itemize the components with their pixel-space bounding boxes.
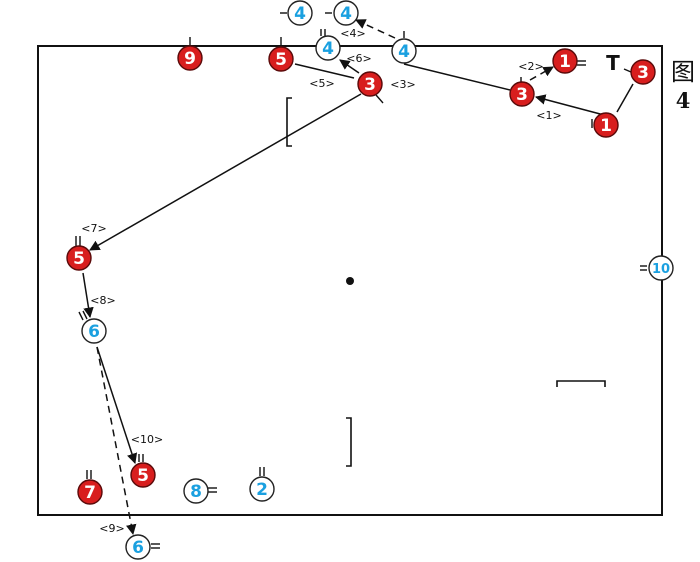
player-number: 9 <box>184 49 196 69</box>
player-blue-4-right: 4 <box>391 38 417 64</box>
goal-marker-top <box>286 97 292 147</box>
player-blue-2: 2 <box>249 476 275 502</box>
player-disc <box>593 112 619 138</box>
player-disc <box>509 81 535 107</box>
move-8-line <box>82 272 94 319</box>
center-spot <box>346 277 354 285</box>
player-disc <box>357 71 383 97</box>
movement-lines <box>82 19 634 536</box>
player-disc <box>648 255 674 281</box>
goal-marker-bottom <box>346 417 352 467</box>
move-1-label: <1> <box>536 109 561 122</box>
orientation-tick <box>78 311 84 321</box>
player-number: 3 <box>637 63 649 83</box>
move-coach-pass-line <box>616 83 634 113</box>
player-number: 5 <box>73 249 85 269</box>
player-red-7: 7 <box>77 479 103 505</box>
orientation-tick <box>82 310 88 320</box>
player-number: 7 <box>84 483 96 503</box>
player-number: 5 <box>275 50 287 70</box>
player-disc <box>333 0 359 26</box>
player-number: 2 <box>256 480 268 500</box>
player-disc <box>268 46 294 72</box>
move-5-label: <5> <box>309 77 334 90</box>
move-3-label: <3> <box>390 78 415 91</box>
move-7-label: <7> <box>81 222 106 235</box>
player-disc <box>125 534 151 560</box>
player-number: 4 <box>322 39 334 59</box>
player-number: 5 <box>137 466 149 486</box>
player-disc <box>249 476 275 502</box>
player-number: 4 <box>340 4 352 24</box>
goal-marker-right <box>556 380 606 387</box>
player-number: 3 <box>364 75 376 95</box>
player-disc <box>552 48 578 74</box>
player-disc <box>315 35 341 61</box>
player-red-3-right: 3 <box>509 81 535 107</box>
player-blue-4-top-left: 4 <box>287 0 313 26</box>
player-blue-6-left: 6 <box>81 318 107 344</box>
player-disc <box>183 478 209 504</box>
player-red-5-left: 5 <box>66 245 92 271</box>
player-disc <box>77 479 103 505</box>
figure-caption-number: 4 <box>675 88 691 113</box>
player-blue-10: 10 <box>648 255 674 281</box>
figure-caption-char: 图 <box>671 58 695 86</box>
player-disc <box>66 245 92 271</box>
player-blue-4-top-right: 4 <box>333 0 359 26</box>
move-6-label: <6> <box>346 52 371 65</box>
orientation-tick <box>623 68 632 73</box>
player-red-3-top: 3 <box>357 71 383 97</box>
player-red-1-lower: 1 <box>593 112 619 138</box>
coach-t-icon: T <box>606 51 620 75</box>
player-disc <box>287 0 313 26</box>
move-4-label: <4> <box>340 27 365 40</box>
move-2-line <box>529 66 554 81</box>
move-6-line <box>339 59 360 74</box>
player-disc <box>630 59 656 85</box>
player-number: 3 <box>516 85 528 105</box>
player-disc <box>81 318 107 344</box>
player-red-5-top: 5 <box>268 46 294 72</box>
player-number: 6 <box>132 538 144 558</box>
player-red-5-bottom: 5 <box>130 462 156 488</box>
player-number: 1 <box>559 52 571 72</box>
player-disc <box>130 462 156 488</box>
orientation-tick <box>375 94 384 104</box>
player-red-1-top: 1 <box>552 48 578 74</box>
move-8-label: <8> <box>90 294 115 307</box>
move-3-line <box>403 63 511 91</box>
move-9-label: <9> <box>99 522 124 535</box>
step-labels: <1> <2> <3> <4> <5> <6> <7> <8> <9> <10> <box>81 27 561 535</box>
player-red-9: 9 <box>177 45 203 71</box>
player-blue-4-mid: 4 <box>315 35 341 61</box>
move-5-line <box>294 63 355 79</box>
player-number: 4 <box>294 4 306 24</box>
player-red-3-outside: 3 <box>630 59 656 85</box>
player-number: 1 <box>600 116 612 136</box>
player-number: 10 <box>652 262 670 277</box>
player-disc <box>391 38 417 64</box>
move-10-label: <10> <box>131 433 163 446</box>
player-blue-8: 8 <box>183 478 209 504</box>
player-number: 4 <box>398 42 410 62</box>
move-2-label: <2> <box>518 60 543 73</box>
move-7-line <box>89 93 362 251</box>
player-number: 8 <box>190 482 202 502</box>
move-1-line <box>534 94 605 116</box>
player-disc <box>177 45 203 71</box>
player-number: 6 <box>88 322 100 342</box>
move-9-line <box>96 346 137 536</box>
player-blue-6-bottom: 6 <box>125 534 151 560</box>
move-10-line <box>96 346 138 464</box>
